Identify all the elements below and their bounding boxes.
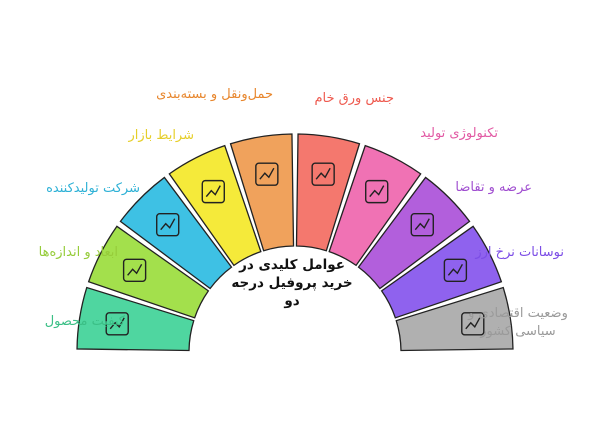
- factor-label-economic-political: وضعیت اقتصادی و سیاسی کشور: [468, 306, 568, 339]
- yen-exchange-icon: [443, 258, 468, 282]
- chart-magnifier-icon: [105, 312, 129, 336]
- fan-segment: [328, 144, 422, 267]
- globe-currency-icon: [461, 312, 485, 336]
- fan-segment: [295, 133, 361, 252]
- fan-segment: [395, 286, 514, 352]
- ruler-icon: [122, 258, 147, 282]
- factor-label-production-technology: تکنولوژی تولید: [420, 126, 498, 141]
- star-icon: [156, 213, 180, 237]
- factor-label-exchange-rate: نوسانات نرخ ارز: [475, 245, 564, 260]
- fan-segment: [119, 176, 233, 290]
- factor-label-market-conditions: شرایط بازار: [128, 128, 194, 143]
- diagram-title: عوامل کلیدی در خرید پروفیل درجه دو: [231, 257, 353, 309]
- worker-icon: [255, 162, 279, 186]
- fan-segment: [87, 225, 210, 319]
- fan-segment: [380, 225, 503, 319]
- fan-segment: [76, 286, 195, 352]
- factor-label-manufacturer: شرکت تولیدکننده: [46, 181, 140, 196]
- fan-segment: [168, 144, 262, 267]
- metal-bars-icon: [311, 162, 335, 186]
- factor-label-dimensions: ابعاد و اندازه‌ها: [38, 245, 118, 260]
- fan-segment: [229, 133, 295, 252]
- money-scale-icon: [410, 213, 434, 237]
- factory-icon: [365, 179, 389, 204]
- fan-segment: [357, 176, 471, 290]
- factor-label-product-quality: کیفیت محصول: [44, 314, 125, 329]
- factor-label-supply-demand: عرضه و تقاضا: [455, 180, 532, 195]
- center-disc: [232, 292, 358, 355]
- bar-chart-icon: [201, 179, 225, 204]
- factor-label-transport-packaging: حمل‌ونقل و بسته‌بندی: [156, 87, 273, 102]
- factor-label-raw-sheet-material: جنس ورق خام: [314, 91, 395, 106]
